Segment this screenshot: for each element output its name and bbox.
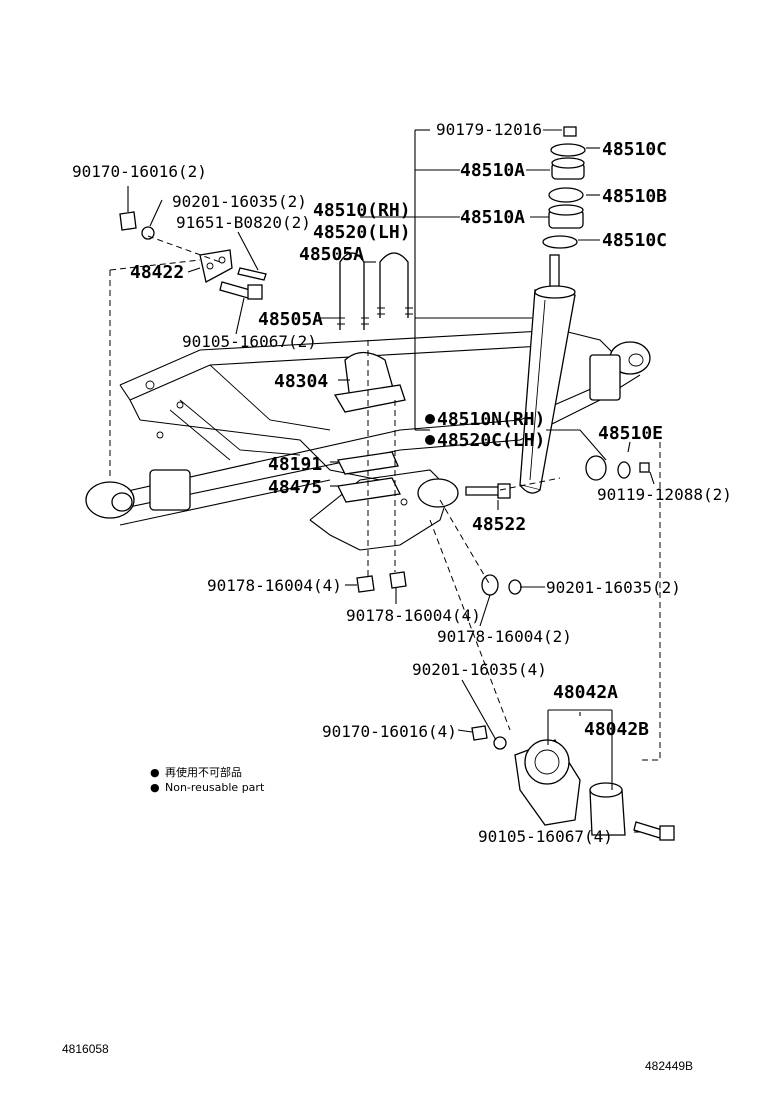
non-reusable-marker — [425, 414, 435, 424]
label-48042a: 48042A — [553, 682, 618, 703]
label-48510e: 48510E — [598, 423, 663, 444]
label-90178-16004-4-b: 90178-16004(4) — [346, 606, 481, 625]
label-48510c-bottom: 48510C — [602, 230, 667, 251]
legend-marker-2: ● — [150, 781, 160, 794]
part-labels: 90179-12016 48510C 48510A 48510B 48510(R… — [72, 120, 732, 846]
label-48510-rh: 48510(RH) — [313, 200, 411, 221]
u-bolts — [337, 252, 413, 330]
label-48520-lh: 48520(LH) — [313, 222, 411, 243]
label-90178-16004-4-a: 90178-16004(4) — [207, 576, 342, 595]
nuts-and-washers — [119, 211, 650, 750]
diagram-code-right: 482449B — [645, 1059, 693, 1073]
legend: ● 再使用不可部品 ● Non-reusable part — [150, 765, 265, 794]
label-48522: 48522 — [472, 514, 526, 535]
label-48505a-1: 48505A — [299, 244, 364, 265]
shock-absorber — [519, 254, 576, 494]
label-48520c-lh: 48520C(LH) — [437, 430, 545, 451]
legend-japanese: 再使用不可部品 — [165, 765, 242, 779]
label-48510b: 48510B — [602, 186, 667, 207]
label-90105-16067-4: 90105-16067(4) — [478, 827, 613, 846]
legend-marker-1: ● — [150, 766, 160, 779]
spring-seat — [333, 351, 406, 413]
legend-english: Non-reusable part — [165, 781, 265, 794]
dashed-guides — [109, 235, 661, 761]
label-48475: 48475 — [268, 477, 322, 498]
leader-lines — [127, 129, 655, 833]
label-90179-12016: 90179-12016 — [436, 120, 542, 139]
non-reusable-marker — [425, 435, 435, 445]
label-90201-16035-2-a: 90201-16035(2) — [172, 192, 307, 211]
label-90201-16035-4: 90201-16035(4) — [412, 660, 547, 679]
label-90178-16004-2: 90178-16004(2) — [437, 627, 572, 646]
label-48510a-1: 48510A — [460, 160, 525, 181]
leaf-spring — [85, 341, 651, 526]
axle-housing — [309, 469, 459, 551]
label-91651-b0820-2: 91651-B0820(2) — [176, 213, 311, 232]
label-90119-12088-2: 90119-12088(2) — [597, 485, 732, 504]
spring-plates — [337, 451, 401, 503]
label-48510c-top: 48510C — [602, 139, 667, 160]
label-90170-16016-2: 90170-16016(2) — [72, 162, 207, 181]
label-48191: 48191 — [268, 454, 322, 475]
label-48510n-rh: 48510N(RH) — [437, 409, 545, 430]
shock-bushing-stack — [542, 126, 586, 249]
bolts — [219, 267, 675, 841]
diagram-code-left: 4816058 — [62, 1042, 109, 1056]
label-48505a-2: 48505A — [258, 309, 323, 330]
label-90170-16016-4: 90170-16016(4) — [322, 722, 457, 741]
label-90201-16035-2-b: 90201-16035(2) — [546, 578, 681, 597]
label-48042b: 48042B — [584, 719, 649, 740]
label-48304: 48304 — [274, 371, 328, 392]
shackle-bracket — [199, 249, 233, 283]
label-48510a-2: 48510A — [460, 207, 525, 228]
label-48422: 48422 — [130, 262, 184, 283]
shackle-assembly — [514, 739, 626, 836]
label-90105-16067-2: 90105-16067(2) — [182, 332, 317, 351]
